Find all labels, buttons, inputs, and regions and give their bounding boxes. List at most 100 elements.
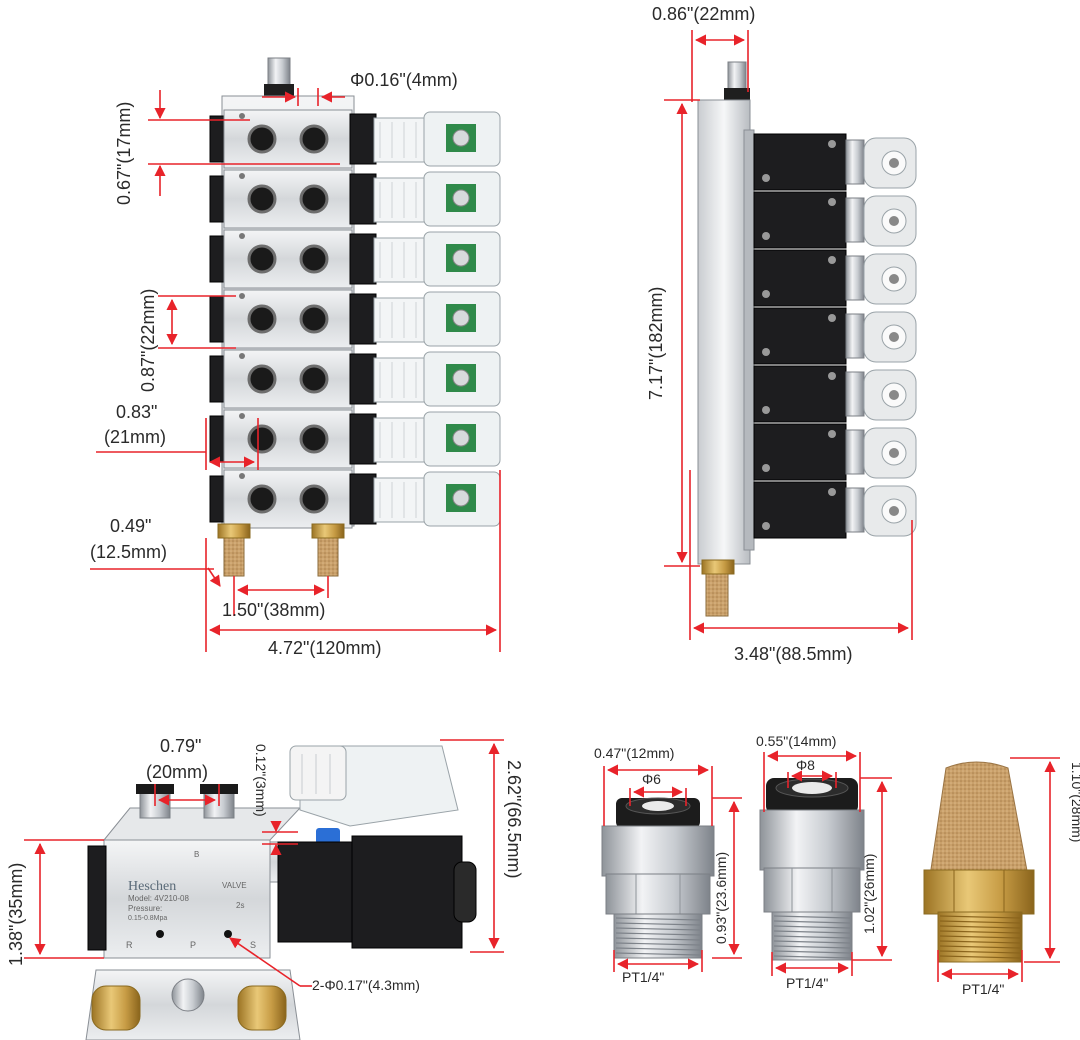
fitting6-body [601, 825, 715, 877]
valve-solenoid-coil [351, 835, 463, 949]
valve-port-p-label: P [190, 940, 196, 950]
valve-body-height-label: 1.38"(35mm) [6, 863, 26, 966]
front-valve-port-right [299, 484, 329, 514]
fitting6-tube-label: Φ6 [642, 771, 661, 787]
side-valve-nut [845, 139, 865, 185]
single-valve-dimensions: 0.79" (20mm) 0.12"(3mm) 1.38"(35mm) 2.62… [6, 736, 524, 993]
valve-voltage: 2s [236, 901, 244, 910]
valve-port-s-label: S [250, 940, 256, 950]
valve-gap-label: 0.12"(3mm) [253, 744, 269, 817]
valve-cable-gland [289, 745, 347, 801]
valve-model: Model: 4V210-08 [128, 894, 189, 903]
front-valve-gland [373, 177, 427, 223]
side-valve-nut [845, 313, 865, 359]
front-valve-screw [239, 113, 245, 119]
side-manifold-rail [697, 99, 751, 565]
front-valve-port-right [299, 304, 329, 334]
front-valve-solenoid [349, 413, 377, 465]
side-rail-width-label: 0.86"(22mm) [652, 4, 755, 24]
front-valve-port-left [247, 424, 277, 454]
valve-port-b-label: B [194, 850, 199, 859]
front-valve-gland [373, 477, 427, 523]
valve-muffler-left [91, 985, 141, 1031]
front-view [209, 57, 501, 577]
side-valve-nut [845, 255, 865, 301]
valve-brand: Heschen [128, 879, 176, 894]
front-muffler-right [317, 535, 339, 577]
fitting8-body [759, 809, 865, 871]
front-valve-port-left [247, 184, 277, 214]
front-valve-port-left [247, 244, 277, 274]
fitting-phi8 [759, 778, 865, 961]
front-valve-screw [239, 233, 245, 239]
front-valve-screw [239, 473, 245, 479]
fitting6-thread [613, 913, 703, 959]
front-valve-gland [373, 417, 427, 463]
valve-height-label: 0.67"(17mm) [114, 102, 134, 205]
fitting6-height-label: 0.93"(23.6mm) [713, 852, 729, 944]
front-valve-solenoid [349, 293, 377, 345]
front-valve-body [223, 229, 353, 289]
front-valve-port-right [299, 184, 329, 214]
front-muffler-left [223, 535, 245, 577]
single-valve: Heschen VALVE Model: 4V210-08 Pressure: … [85, 745, 477, 1040]
port-offset-label-2: (21mm) [104, 427, 166, 447]
front-valve-gland [373, 357, 427, 403]
total-width-label: 4.72"(120mm) [268, 638, 381, 658]
top-port-diameter-label: Φ0.16"(4mm) [350, 70, 458, 90]
side-view [697, 61, 917, 617]
mount-holes-label: 2-Φ0.17"(4.3mm) [312, 977, 420, 993]
front-valve-port-right [299, 124, 329, 154]
side-top-fitting [727, 61, 747, 91]
muffler-thread-label: PT1/4" [962, 981, 1004, 997]
valve-total-height-label: 2.62"(66.5mm) [504, 760, 524, 878]
front-valve-solenoid [349, 353, 377, 405]
fitting8-tube-label: Φ8 [796, 757, 815, 773]
front-valve-screw [239, 353, 245, 359]
side-valve-nut [845, 197, 865, 243]
valve-muffler-right [237, 985, 287, 1031]
front-valve-gland [373, 117, 427, 163]
front-view-dimensions: Φ0.16"(4mm) 0.67"(17mm) 0.87"(22mm) 0.83… [90, 70, 501, 658]
fitting6-hex [605, 873, 711, 915]
valve-port-spacing-label-2: (20mm) [146, 762, 208, 782]
front-muffler-right-nut [311, 523, 345, 539]
front-valve-port-right [299, 364, 329, 394]
front-valve-port-left [247, 124, 277, 154]
side-valve-stack [753, 133, 917, 539]
front-valve-solenoid [349, 473, 377, 525]
muffler-sintered-cone [929, 761, 1029, 877]
front-valve-port-left [247, 364, 277, 394]
side-valve-nut [845, 429, 865, 475]
fitting-phi6 [601, 797, 715, 959]
muffler-hex [923, 869, 1035, 915]
front-valve-port-left [247, 484, 277, 514]
front-valve-solenoid [349, 173, 377, 225]
side-valve-nut [845, 371, 865, 417]
muffler [923, 761, 1035, 963]
fitting8-hex [763, 867, 861, 913]
front-valve-solenoid [349, 113, 377, 165]
valve-port-spacing-label-1: 0.79" [160, 736, 201, 756]
manual-override-button [316, 828, 340, 844]
front-valve-stack [209, 109, 501, 529]
valve-port-r-label: R [126, 940, 133, 950]
valve-valve-text: VALVE [222, 881, 247, 890]
front-valve-screw [239, 293, 245, 299]
side-length-label: 7.17"(182mm) [646, 287, 666, 400]
front-valve-screw [239, 173, 245, 179]
front-valve-gland [373, 237, 427, 283]
valve-solenoid-left [277, 841, 353, 943]
valve-body [103, 839, 271, 959]
front-valve-body [223, 169, 353, 229]
front-valve-port-right [299, 244, 329, 274]
fitting6-width-label: 0.47"(12mm) [594, 745, 674, 761]
front-muffler-left-nut [217, 523, 251, 539]
valve-pressure-value: 0.15-0.8Mpa [128, 915, 167, 922]
fitting-phi8-dimensions: 0.55"(14mm) Φ8 1.02"(26mm) PT1/4" [756, 733, 892, 991]
fitting8-thread-label: PT1/4" [786, 975, 828, 991]
muffler-dimensions: 1.10"(28mm) PT1/4" [937, 757, 1080, 997]
front-valve-port-left [247, 304, 277, 334]
front-valve-screw [239, 413, 245, 419]
